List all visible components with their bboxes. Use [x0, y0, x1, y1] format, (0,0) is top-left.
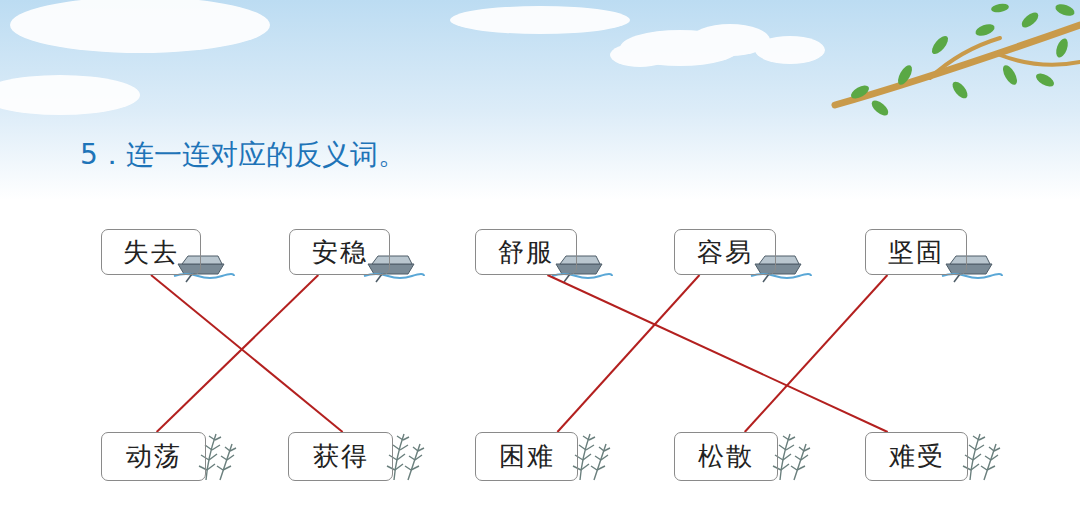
- word-text: 获得: [313, 439, 369, 474]
- word-box: 动荡: [101, 432, 206, 481]
- word-box: 舒服: [475, 229, 577, 275]
- match-line: [557, 275, 699, 432]
- word-text: 舒服: [498, 235, 554, 270]
- word-box: 难受: [865, 432, 968, 481]
- word-text: 动荡: [126, 439, 182, 474]
- word-box: 容易: [674, 229, 776, 275]
- word-box: 安稳: [289, 229, 390, 275]
- word-text: 容易: [697, 235, 753, 270]
- word-box: 困难: [475, 432, 578, 481]
- match-line: [157, 275, 319, 432]
- word-text: 松散: [698, 439, 754, 474]
- match-line: [547, 275, 887, 432]
- match-line: [151, 275, 343, 432]
- word-box: 获得: [288, 432, 393, 481]
- word-text: 难受: [889, 439, 945, 474]
- word-box: 松散: [674, 432, 778, 481]
- match-line: [745, 275, 888, 432]
- word-text: 坚固: [888, 235, 944, 270]
- word-box: 失去: [101, 229, 201, 275]
- question-title: 5．连一连对应的反义词。: [80, 136, 406, 174]
- word-text: 困难: [499, 439, 555, 474]
- word-box: 坚固: [865, 229, 967, 275]
- word-text: 安稳: [312, 235, 368, 270]
- word-text: 失去: [123, 235, 179, 270]
